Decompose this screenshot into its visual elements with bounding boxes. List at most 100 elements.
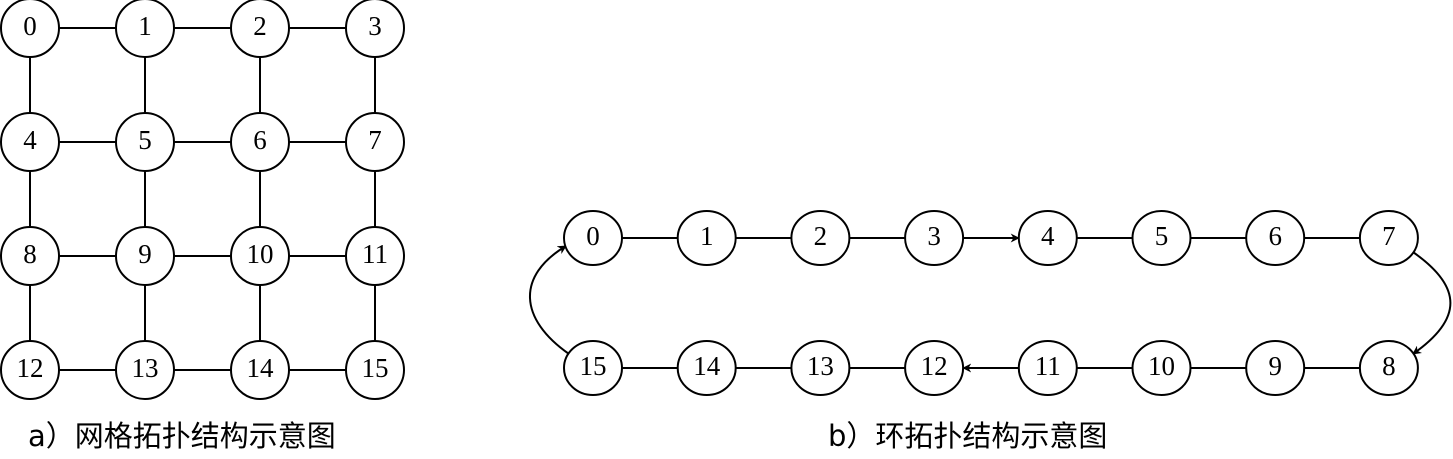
node-circle xyxy=(230,340,290,400)
grid-node-13: 13 xyxy=(115,340,175,400)
node-circle xyxy=(0,226,60,286)
node-circle xyxy=(676,340,737,396)
node-circle xyxy=(345,112,405,172)
node-label: 12 xyxy=(17,353,44,383)
ring-caption: b）环拓扑结构示意图 xyxy=(828,419,1108,453)
node-label: 14 xyxy=(247,353,275,383)
grid-node-4: 4 xyxy=(0,112,60,172)
node-circle xyxy=(1245,340,1306,396)
node-label: 2 xyxy=(253,11,267,41)
node-label: 6 xyxy=(253,125,267,155)
node-label: 4 xyxy=(23,125,37,155)
node-circle xyxy=(115,226,175,286)
node-circle xyxy=(563,210,623,266)
ring-node-6: 6 xyxy=(1245,210,1306,266)
node-label: 13 xyxy=(132,353,159,383)
ring-node-1: 1 xyxy=(676,210,737,266)
node-label: 1 xyxy=(138,11,152,41)
node-label: 8 xyxy=(23,239,37,269)
ring-node-5: 5 xyxy=(1131,210,1192,266)
node-label: 5 xyxy=(138,125,152,155)
node-circle xyxy=(790,210,851,266)
ring-wrap-right xyxy=(1412,251,1452,355)
node-label: 0 xyxy=(586,221,600,251)
node-label: 8 xyxy=(1382,351,1396,381)
node-label: 11 xyxy=(362,239,388,269)
node-label: 6 xyxy=(1268,221,1282,251)
node-circle xyxy=(115,112,175,172)
node-label: 4 xyxy=(1041,221,1055,251)
node-label: 9 xyxy=(1268,351,1282,381)
ring-wrap-left xyxy=(529,245,570,355)
node-label: 15 xyxy=(362,353,389,383)
node-label: 5 xyxy=(1155,221,1169,251)
node-circle xyxy=(1017,340,1078,396)
node-circle xyxy=(1131,210,1192,266)
node-label: 10 xyxy=(1148,351,1175,381)
node-circle xyxy=(115,0,175,58)
ring-node-11: 11 xyxy=(1017,340,1078,396)
node-circle xyxy=(904,340,965,396)
grid-node-14: 14 xyxy=(230,340,290,400)
node-circle xyxy=(0,0,60,58)
node-circle xyxy=(230,0,290,58)
node-label: 3 xyxy=(927,221,941,251)
node-circle xyxy=(1017,210,1078,266)
node-label: 7 xyxy=(1382,221,1396,251)
grid-node-1: 1 xyxy=(115,0,175,58)
node-label: 12 xyxy=(921,351,948,381)
grid-node-11: 11 xyxy=(345,226,405,286)
grid-node-10: 10 xyxy=(230,226,290,286)
grid-node-7: 7 xyxy=(345,112,405,172)
ring-node-7: 7 xyxy=(1358,210,1419,266)
node-circle xyxy=(790,340,851,396)
node-circle xyxy=(230,112,290,172)
grid-node-5: 5 xyxy=(115,112,175,172)
grid-node-3: 3 xyxy=(345,0,405,58)
node-circle xyxy=(115,340,175,400)
node-label: 10 xyxy=(247,239,274,269)
grid-node-0: 0 xyxy=(0,0,60,58)
node-label: 9 xyxy=(138,239,152,269)
ring-node-9: 9 xyxy=(1245,340,1306,396)
node-label: 13 xyxy=(807,351,834,381)
grid-caption: a）网格拓扑结构示意图 xyxy=(28,419,336,453)
ring-node-0: 0 xyxy=(563,210,623,266)
node-circle xyxy=(230,226,290,286)
node-label: 15 xyxy=(580,351,607,381)
grid-node-12: 12 xyxy=(0,340,60,400)
node-label: 0 xyxy=(23,11,37,41)
ring-node-8: 8 xyxy=(1358,340,1419,396)
grid-node-8: 8 xyxy=(0,226,60,286)
ring-node-2: 2 xyxy=(790,210,851,266)
node-label: 14 xyxy=(693,351,721,381)
node-label: 1 xyxy=(700,221,714,251)
grid-node-2: 2 xyxy=(230,0,290,58)
node-circle xyxy=(345,0,405,58)
node-circle xyxy=(1358,210,1419,266)
ring-node-4: 4 xyxy=(1017,210,1078,266)
node-circle xyxy=(0,112,60,172)
node-label: 3 xyxy=(368,11,382,41)
node-circle xyxy=(904,210,965,266)
node-circle xyxy=(345,226,405,286)
ring-node-12: 12 xyxy=(904,340,965,396)
node-label: 7 xyxy=(368,125,382,155)
node-label: 2 xyxy=(814,221,828,251)
ring-node-3: 3 xyxy=(904,210,965,266)
node-circle xyxy=(0,340,60,400)
ring-node-10: 10 xyxy=(1131,340,1192,396)
grid-node-15: 15 xyxy=(345,340,405,400)
node-circle xyxy=(1131,340,1192,396)
node-circle xyxy=(676,210,737,266)
node-label: 11 xyxy=(1035,351,1061,381)
node-circle xyxy=(1358,340,1419,396)
ring-node-13: 13 xyxy=(790,340,851,396)
ring-node-15: 15 xyxy=(563,340,623,396)
grid-node-9: 9 xyxy=(115,226,175,286)
grid-node-6: 6 xyxy=(230,112,290,172)
node-circle xyxy=(345,340,405,400)
